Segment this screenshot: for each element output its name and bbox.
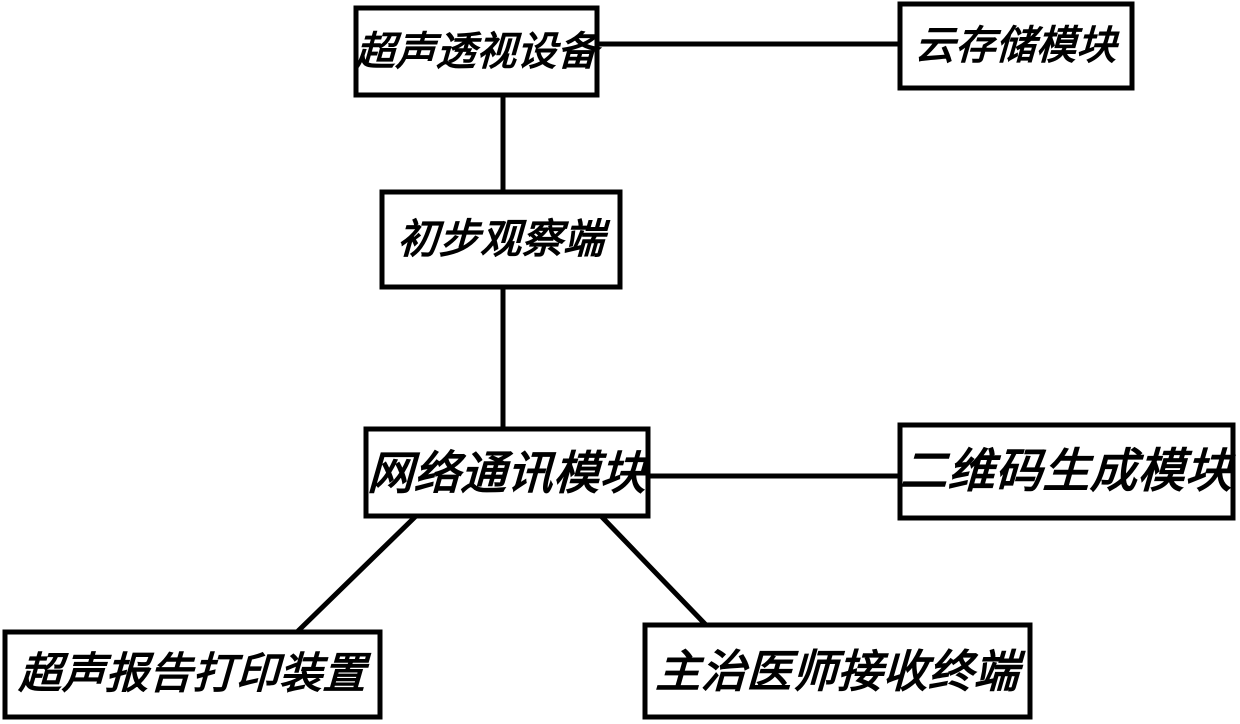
connector-network-module-to-physician-terminal bbox=[599, 514, 708, 627]
node-label-ultrasound-report-printing-device: 超声报告打印装置 bbox=[17, 649, 368, 699]
node-box-preliminary-observation-terminal[interactable] bbox=[379, 189, 623, 290]
connector-network-module-to-report-printer bbox=[295, 514, 418, 634]
node-label-network-communication-module: 网络通讯模块 bbox=[366, 445, 648, 500]
node-box-attending-physician-receiving-terminal[interactable] bbox=[642, 622, 1033, 720]
node-label-qr-code-generation-module: 二维码生成模块 bbox=[899, 444, 1234, 499]
connector-layer bbox=[295, 41, 900, 634]
node-box-cloud-storage-module[interactable] bbox=[897, 1, 1135, 91]
node-label-preliminary-observation-terminal: 初步观察端 bbox=[396, 215, 606, 263]
node-label-attending-physician-receiving-terminal: 主治医师接收终端 bbox=[654, 644, 1021, 698]
node-box-network-communication-module[interactable] bbox=[363, 426, 651, 519]
node-label-ultrasound-perspective-device: 超声透视设备 bbox=[354, 28, 599, 75]
node-box-ultrasound-perspective-device[interactable] bbox=[353, 5, 600, 98]
node-box-ultrasound-report-printing-device[interactable] bbox=[2, 629, 383, 720]
node-label-cloud-storage-module: 云存储模块 bbox=[914, 23, 1118, 69]
node-box-qr-code-generation-module[interactable] bbox=[897, 422, 1236, 521]
